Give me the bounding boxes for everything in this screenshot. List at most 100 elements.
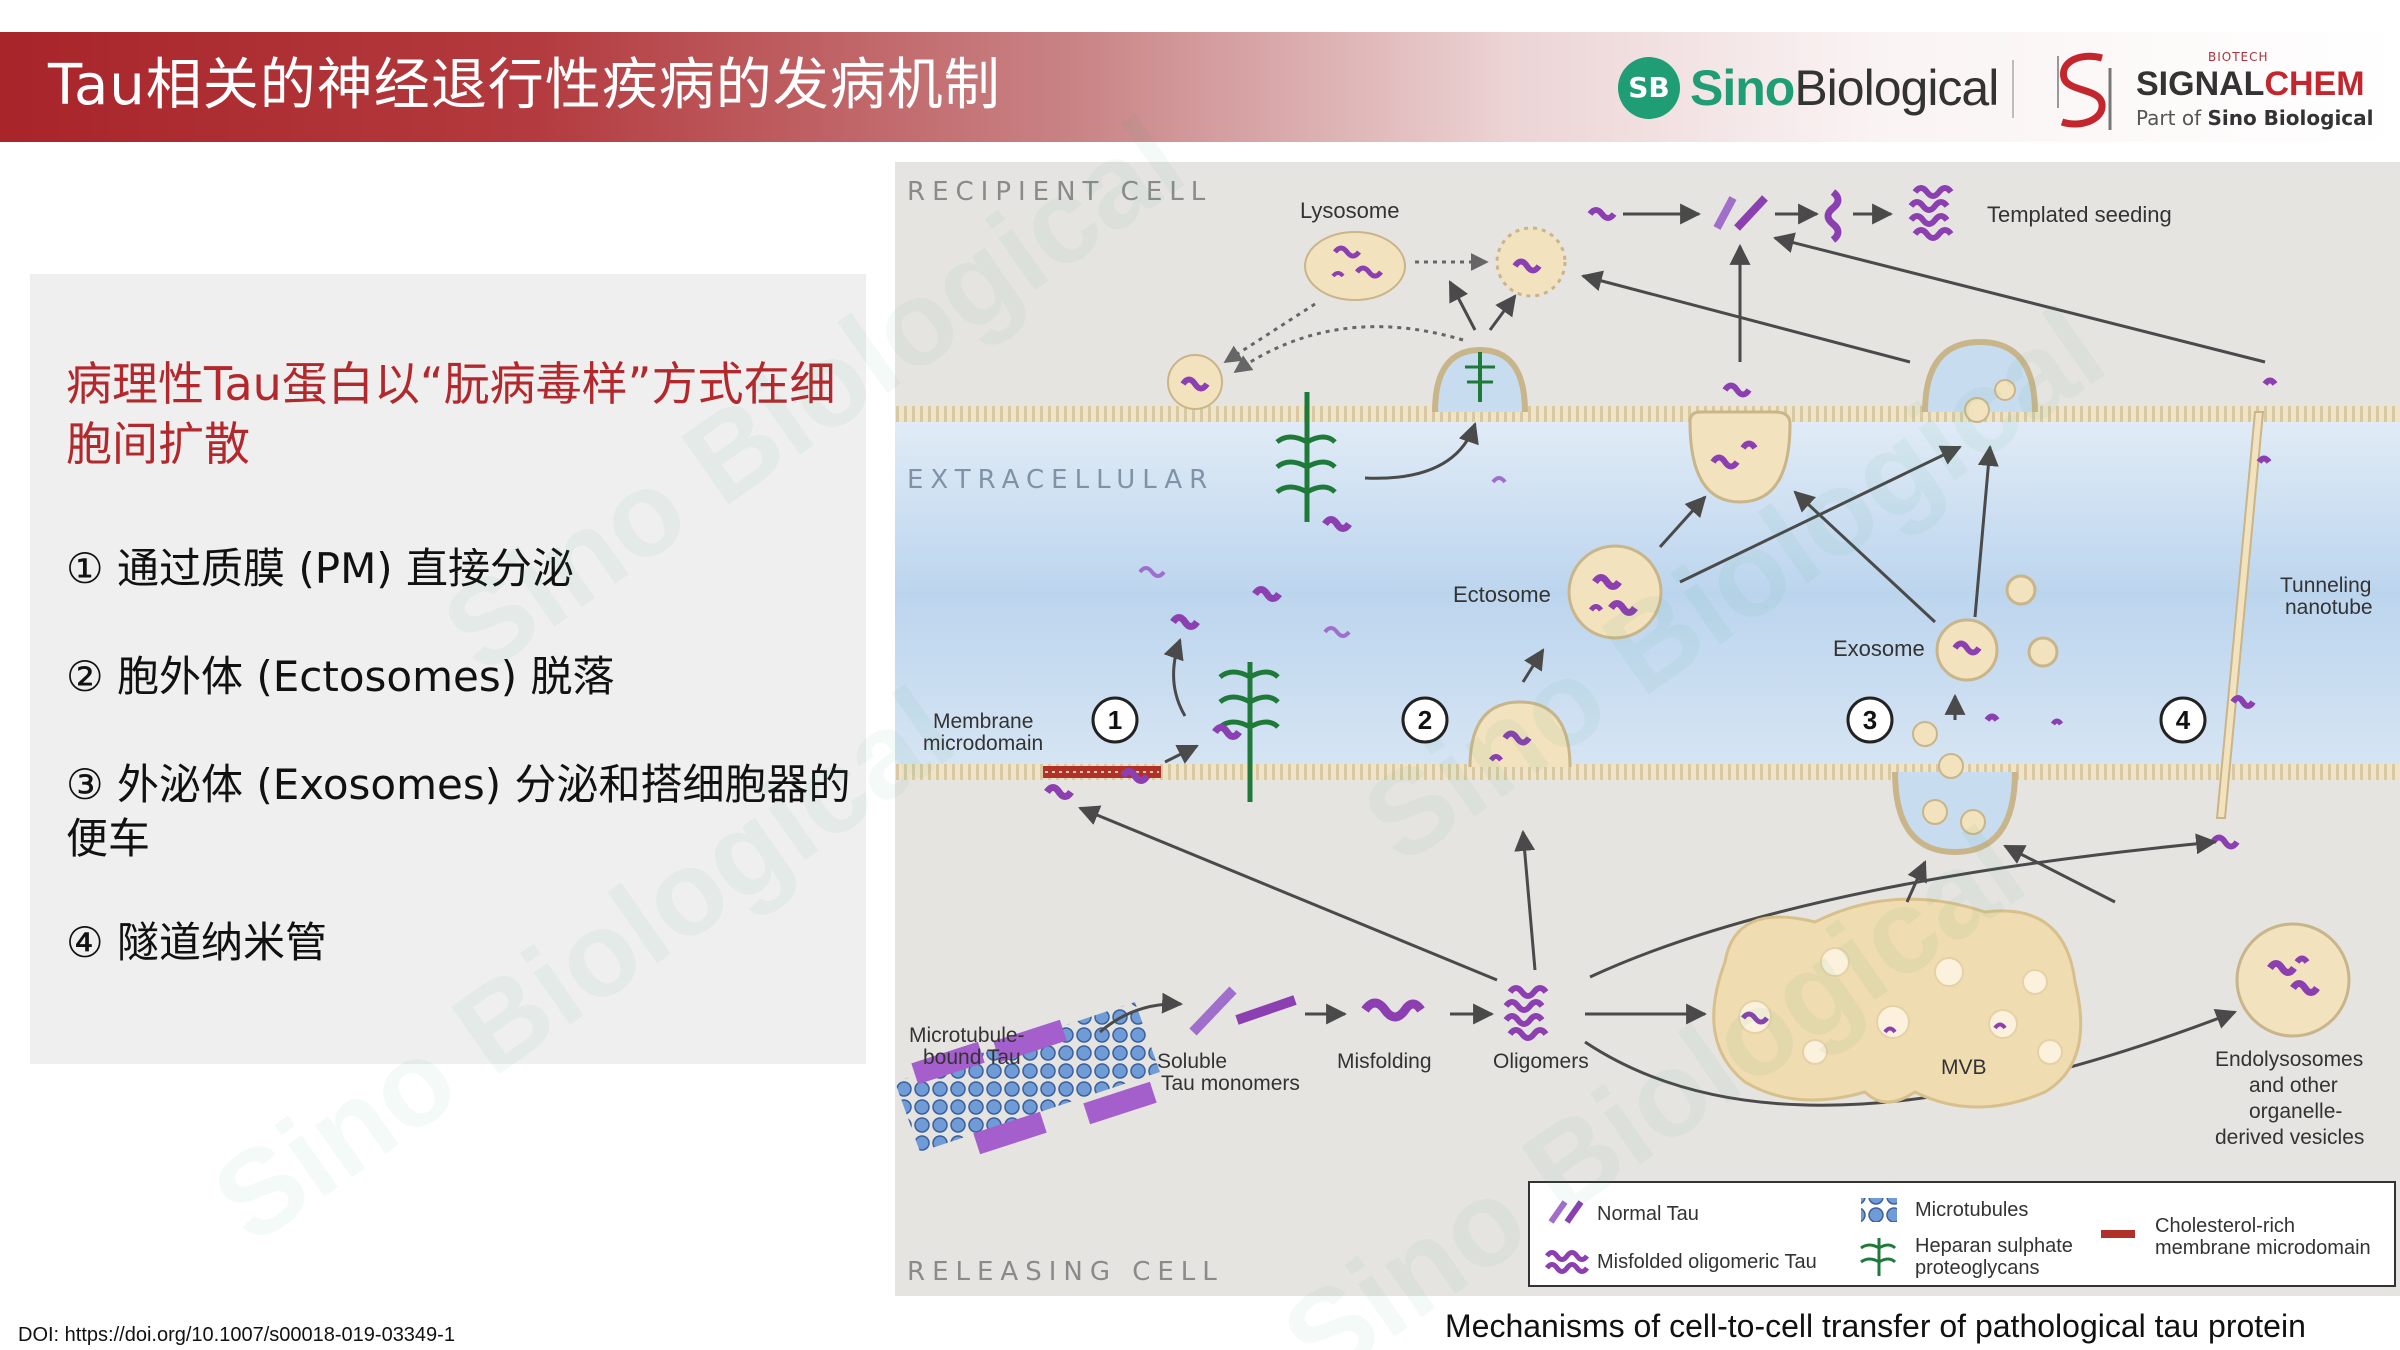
releasing-membrane bbox=[895, 764, 2400, 780]
legend-microtubules: Microtubules bbox=[1915, 1199, 2028, 1221]
sb-logo-mark: SB bbox=[1618, 57, 1680, 119]
arrow bbox=[2003, 844, 2116, 904]
label-microdomain: microdomain bbox=[923, 732, 1043, 755]
signalchem-tagline: Part of Sino Biological bbox=[2136, 106, 2374, 130]
page-title: Tau相关的神经退行性疾病的发病机制 bbox=[48, 53, 1001, 118]
fusing-exosome bbox=[1922, 338, 2038, 423]
tau-free bbox=[1170, 614, 1200, 630]
region-extracellular: EXTRACELLULAR bbox=[907, 465, 1214, 495]
sb-logo-sino: Sino bbox=[1690, 60, 1795, 116]
arrow bbox=[1584, 1009, 2237, 1107]
tagline-prefix: Part of bbox=[2136, 106, 2208, 130]
tau-free bbox=[1323, 626, 1351, 638]
label-tau-monomers: Tau monomers bbox=[1161, 1072, 1300, 1095]
signalchem-mark-icon bbox=[2057, 52, 2112, 130]
label-templated-seeding: Templated seeding bbox=[1987, 202, 2172, 227]
arrow bbox=[1793, 490, 1937, 624]
endolysosome bbox=[2235, 922, 2351, 1038]
tau-bound bbox=[1212, 724, 1242, 740]
tau-misfolding bbox=[1361, 998, 1425, 1022]
arrow bbox=[1163, 638, 1187, 717]
tau-seed bbox=[1587, 207, 1617, 221]
region-releasing: RELEASING CELL bbox=[907, 1257, 1224, 1287]
label-soluble: Soluble bbox=[1157, 1050, 1227, 1073]
legend-proteoglycans: proteoglycans bbox=[1915, 1257, 2040, 1279]
step-4: 4 bbox=[2159, 696, 2207, 744]
signalchem-biotech: BIOTECH bbox=[2208, 50, 2269, 64]
endocytic-pit bbox=[1432, 346, 1528, 413]
legend-misfolded-tau: Misfolded oligomeric Tau bbox=[1597, 1251, 1817, 1273]
tagline-brand: Sino Biological bbox=[2207, 106, 2374, 130]
label-lysosome: Lysosome bbox=[1300, 198, 1399, 223]
arrow bbox=[1164, 744, 1199, 764]
tau-misfolded bbox=[1824, 189, 1842, 243]
signalchem-signal: SIGNAL bbox=[2136, 65, 2265, 103]
step-number: 4 bbox=[2176, 705, 2191, 735]
tau-free bbox=[1491, 476, 1507, 484]
figure-caption: Mechanisms of cell-to-cell transfer of p… bbox=[1445, 1308, 2306, 1344]
step-number: 1 bbox=[1108, 705, 1122, 735]
arrow bbox=[1905, 860, 1927, 903]
exosome-small bbox=[2005, 574, 2037, 606]
tau-monomer bbox=[1734, 195, 1768, 231]
list-item: ② 胞外体 (Ectosomes) 脱落 bbox=[66, 652, 615, 701]
doi-reference: DOI: https://doi.org/10.1007/s00018-019-… bbox=[18, 1324, 455, 1346]
sb-logo-text: SinoBiological bbox=[1690, 59, 1999, 117]
header-banner: Tau相关的神经退行性疾病的发病机制 SB SinoBiological SIG… bbox=[0, 32, 2400, 142]
step-number: 2 bbox=[1418, 705, 1432, 735]
signalchem-logo: SIGNALCHEM Part of Sino Biological bbox=[2050, 42, 2390, 132]
label-ectosome: Ectosome bbox=[1453, 582, 1551, 607]
ectosome bbox=[1567, 544, 1663, 640]
damaged-vesicle bbox=[1495, 226, 1567, 298]
ectosome-bud bbox=[1468, 700, 1572, 768]
hspg-recipient bbox=[1275, 392, 1337, 522]
legend-cholesterol: Cholesterol-rich bbox=[2155, 1215, 2295, 1237]
lysosome bbox=[1304, 231, 1406, 301]
label-oligomers: Oligomers bbox=[1493, 1050, 1589, 1073]
label-exosome: Exosome bbox=[1833, 636, 1925, 661]
arrow bbox=[1589, 833, 2218, 979]
label-organelle: organelle- bbox=[2249, 1100, 2342, 1123]
membrane-microdomain bbox=[1043, 766, 1161, 800]
step-2: 2 bbox=[1401, 696, 1449, 744]
tau-free bbox=[1138, 566, 1166, 578]
arrow bbox=[1772, 232, 2266, 364]
microtubule bbox=[895, 1002, 1160, 1155]
small-vesicle bbox=[1167, 354, 1223, 410]
tau-free bbox=[2050, 718, 2064, 726]
legend-membrane-microdomain: membrane microdomain bbox=[2155, 1237, 2371, 1259]
arrow bbox=[1973, 444, 1999, 618]
figure-svg: RECIPIENT CELL EXTRACELLULAR RELEASING C… bbox=[895, 162, 2400, 1296]
recipient-membrane bbox=[895, 406, 2400, 422]
signalchem-chem: CHEM bbox=[2264, 65, 2365, 103]
arrow bbox=[1099, 992, 1184, 1034]
arrow bbox=[1521, 648, 1545, 683]
arrow bbox=[1658, 495, 1707, 549]
tau-monomer bbox=[1713, 196, 1737, 230]
arrow bbox=[1233, 325, 1464, 374]
arrow bbox=[1580, 270, 1911, 364]
text-panel: 病理性Tau蛋白以“朊病毒样”方式在细胞间扩散 ① 通过质膜 (PM) 直接分泌… bbox=[30, 274, 866, 1064]
label-misfolding: Misfolding bbox=[1337, 1050, 1432, 1073]
step-1: 1 bbox=[1091, 696, 1139, 744]
step-number: 3 bbox=[1863, 705, 1877, 735]
fusing-ectosome bbox=[1688, 382, 1792, 504]
tau-bound bbox=[1322, 516, 1352, 532]
tau-oligomers bbox=[1503, 985, 1549, 1041]
label-derived-vesicles: derived vesicles bbox=[2215, 1126, 2364, 1149]
legend: Normal Tau Misfolded oligomeric Tau Micr… bbox=[1528, 1181, 2396, 1287]
arrow bbox=[1488, 294, 1517, 331]
tau-free bbox=[1252, 586, 1282, 602]
logo-divider bbox=[2012, 60, 2014, 118]
arrow bbox=[1448, 280, 1477, 331]
tau-free bbox=[1984, 713, 2000, 722]
arrow bbox=[1364, 422, 1479, 480]
tunneling-nanotube bbox=[2215, 411, 2272, 819]
signalchem-name: SIGNALCHEM bbox=[2136, 64, 2365, 104]
tau-transfer-figure: RECIPIENT CELL EXTRACELLULAR RELEASING C… bbox=[895, 162, 2400, 1296]
sino-biological-logo: SB SinoBiological bbox=[1618, 55, 1999, 121]
list-item: ③ 外泌体 (Exosomes) 分泌和搭细胞器的便车 bbox=[66, 760, 851, 863]
list-item: ① 通过质膜 (PM) 直接分泌 bbox=[66, 544, 575, 593]
arrow bbox=[1078, 805, 1498, 982]
exosome bbox=[1935, 618, 1999, 682]
